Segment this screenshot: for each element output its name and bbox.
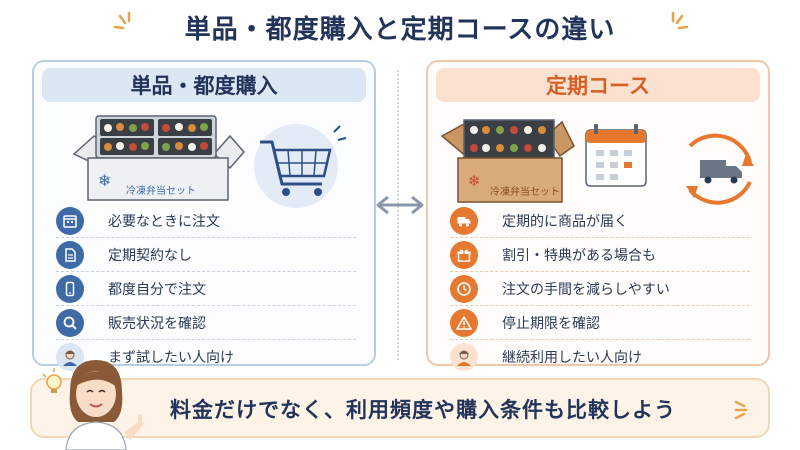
list-item: 必要なときに注文	[56, 204, 356, 238]
truck-icon	[450, 206, 478, 235]
item-label: まず試したい人向け	[108, 349, 234, 366]
item-label: 都度自分で注文	[108, 281, 206, 298]
divider-line	[397, 70, 399, 360]
subscription-list: 定期的に商品が届く 割引・特典がある場合も 注文の手間を減らしやすい 停止期限を…	[450, 204, 750, 373]
item-label: 定期契約なし	[108, 247, 192, 264]
svg-text:❄: ❄	[98, 171, 111, 190]
calendar-illustration-icon	[585, 124, 647, 187]
item-label: 注文の手間を減らしやすい	[502, 281, 670, 298]
item-label: 販売状況を確認	[108, 315, 206, 332]
list-item: 定期的に商品が届く	[450, 204, 750, 238]
panel-heading: 単品・都度購入	[42, 68, 366, 102]
double-arrow-icon	[376, 195, 424, 215]
subscription-panel: 定期コース ❄ 冷凍弁当セット	[426, 60, 770, 371]
document-icon	[56, 240, 84, 269]
box-label: 冷凍弁当セット	[126, 186, 196, 197]
list-item: 都度自分で注文	[56, 272, 356, 306]
dash-lines-icon	[734, 400, 748, 420]
list-item: 停止期限を確認	[450, 306, 750, 340]
list-item: 定期契約なし	[56, 238, 356, 272]
svg-text:❄: ❄	[468, 172, 481, 190]
woman-pointing-illustration	[42, 360, 144, 450]
bottom-note-text: 料金だけでなく、利用頻度や購入条件も比較しよう	[170, 398, 676, 422]
clock-icon	[450, 274, 478, 303]
light-bulb-icon	[42, 368, 62, 393]
list-item: 注文の手間を減らしやすい	[450, 272, 750, 306]
item-label: 必要なときに注文	[108, 213, 220, 230]
title-row: 単品・都度購入と定期コースの違い	[0, 6, 800, 48]
item-label: 停止期限を確認	[502, 315, 600, 332]
item-label: 定期的に商品が届く	[502, 213, 628, 230]
recurring-delivery-icon	[686, 133, 754, 205]
list-item: 販売状況を確認	[56, 306, 356, 340]
list-item: 割引・特典がある場合も	[450, 238, 750, 272]
panel-heading: 定期コース	[436, 68, 760, 102]
search-icon	[56, 308, 84, 337]
item-label: 継続利用したい人向け	[502, 349, 642, 366]
bottom-note-banner: 料金だけでなく、利用頻度や購入条件も比較しよう	[30, 378, 770, 438]
shopping-cart-icon	[254, 124, 347, 208]
gift-icon	[450, 240, 478, 269]
calendar-icon	[56, 206, 84, 235]
single-purchase-panel: 単品・都度購入 ❄	[32, 60, 376, 371]
subscription-illustration: ❄	[440, 119, 754, 205]
list-item: まず試したい人向け	[56, 340, 356, 373]
person-icon	[450, 342, 478, 371]
delivery-box-icon: ❄	[440, 119, 575, 203]
item-label: 割引・特典がある場合も	[502, 247, 656, 264]
sparkle-left-icon	[113, 11, 131, 30]
page-title: 単品・都度購入と定期コースの違い	[184, 14, 616, 45]
single-purchase-illustration: ❄	[72, 115, 347, 208]
smartphone-icon	[56, 274, 84, 303]
bento-box-icon: ❄	[72, 115, 245, 201]
box-label: 冷凍弁当セット	[490, 187, 560, 198]
sparkle-right-icon	[671, 11, 689, 30]
list-item: 継続利用したい人向け	[450, 340, 750, 373]
warning-icon	[450, 308, 478, 337]
single-purchase-list: 必要なときに注文 定期契約なし 都度自分で注文 販売状況を確認 まず試したい人向…	[56, 204, 356, 373]
